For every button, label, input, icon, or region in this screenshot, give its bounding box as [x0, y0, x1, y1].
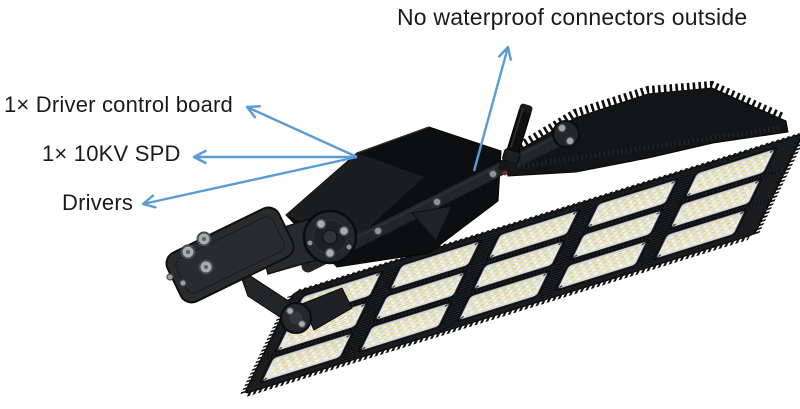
- label-10kv-spd: 1× 10KV SPD: [42, 141, 181, 166]
- mounting-bracket: [165, 206, 358, 334]
- heatsink-fins: [264, 167, 783, 363]
- arrow-drivers: [141, 155, 358, 209]
- annotation-arrows: [141, 45, 512, 209]
- arrow-driver-control-board: [245, 105, 358, 159]
- indicator-dot: [502, 170, 508, 176]
- led-panel: [240, 132, 800, 397]
- back-fin-ridge: [504, 80, 789, 177]
- lower-pivot-joint: [280, 302, 312, 334]
- label-driver-control-board: 1× Driver control board: [4, 92, 233, 117]
- pivot-joint: [302, 209, 358, 265]
- label-no-waterproof-connectors: No waterproof connectors outside: [397, 4, 748, 30]
- label-drivers: Drivers: [62, 190, 134, 215]
- arrow-no-connectors: [472, 45, 512, 172]
- adjustment-handle: [498, 103, 533, 174]
